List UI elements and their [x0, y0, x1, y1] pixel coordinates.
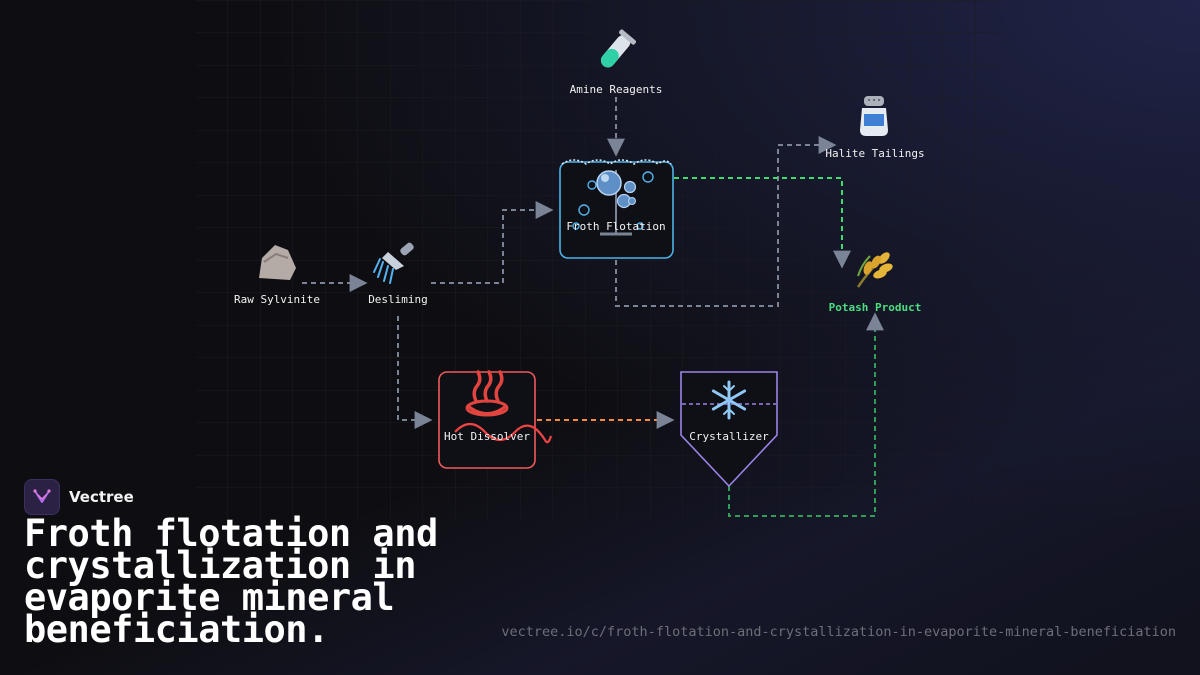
edge-crystallizer-to-potash [728, 312, 884, 517]
salt-shaker-icon [860, 96, 888, 136]
brand[interactable]: Vectree [24, 479, 134, 515]
rock-icon [259, 245, 296, 280]
dissolver-box [438, 371, 536, 469]
snowflake-icon [711, 380, 747, 420]
svg-text:Hot Dissolver: Hot Dissolver [444, 430, 530, 443]
svg-text:Halite Tailings: Halite Tailings [825, 147, 924, 160]
svg-text:Crystallizer: Crystallizer [689, 430, 769, 443]
bubbles-icon [596, 170, 637, 209]
edge-desliming-to-flotation [431, 201, 554, 284]
crystallizer-vessel [680, 371, 778, 488]
edge-flotation-to-potash [674, 177, 851, 269]
edge-desliming-to-dissolver [397, 316, 433, 429]
node-potash-product[interactable]: Potash Product [829, 250, 922, 314]
hot-springs-icon [465, 370, 509, 417]
svg-text:Potash Product: Potash Product [829, 301, 922, 314]
node-crystallizer[interactable]: Crystallizer [680, 371, 778, 488]
background-grid [196, 0, 1004, 520]
node-froth-flotation[interactable]: Froth Flotation [559, 159, 674, 259]
vectree-logo-icon [24, 479, 60, 515]
svg-text:Amine Reagents: Amine Reagents [570, 83, 663, 96]
brand-name: Vectree [69, 488, 134, 506]
node-halite-tailings[interactable]: Halite Tailings [825, 96, 925, 160]
node-desliming[interactable]: Desliming [368, 241, 428, 306]
node-hot-dissolver[interactable]: Hot Dissolver [438, 370, 553, 469]
svg-text:Raw Sylvinite: Raw Sylvinite [234, 293, 320, 306]
bubble-decor [572, 171, 654, 230]
edge-flotation-to-tailings [615, 136, 837, 307]
svg-text:Desliming: Desliming [368, 293, 428, 306]
page-title: Froth flotation and crystallization in e… [24, 512, 438, 651]
wheat-icon [856, 252, 893, 288]
node-raw-sylvinite[interactable]: Raw Sylvinite [234, 245, 320, 306]
test-tube-icon [600, 29, 636, 68]
node-amine-reagents[interactable]: Amine Reagents [570, 29, 663, 96]
svg-text:Froth Flotation: Froth Flotation [566, 220, 665, 233]
shower-icon [373, 242, 414, 284]
source-url[interactable]: vectree.io/c/froth-flotation-and-crystal… [501, 624, 1176, 640]
heat-wave-decor [454, 422, 553, 444]
